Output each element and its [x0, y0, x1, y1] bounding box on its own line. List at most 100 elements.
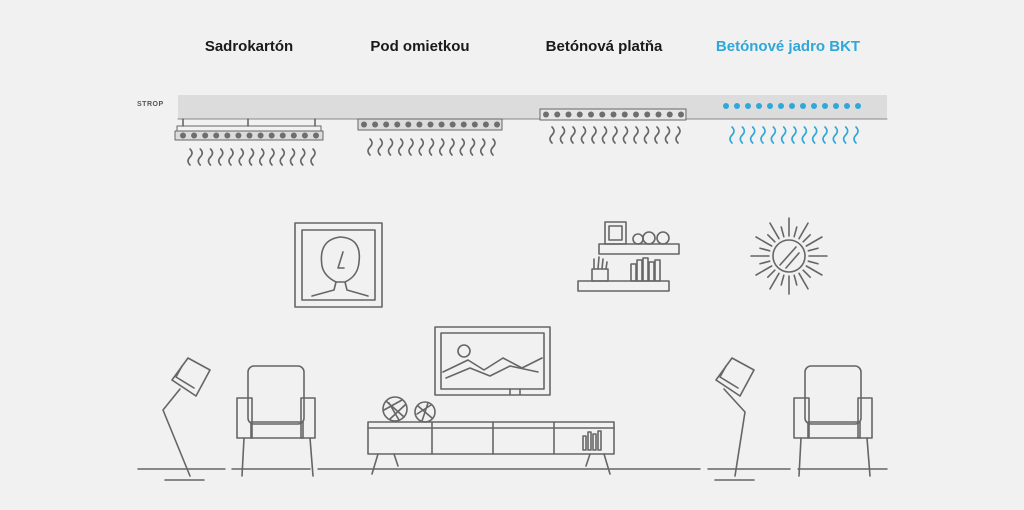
heat-wave	[228, 148, 234, 166]
left-armchair	[236, 365, 316, 477]
heating-tube	[666, 111, 673, 118]
column-title-betonove-jadro: Betónové jadro BKT	[715, 38, 861, 55]
heat-wave	[279, 148, 286, 166]
heat-wave	[217, 148, 224, 166]
landscape-painting	[434, 326, 551, 396]
wall-shelf	[577, 221, 680, 292]
heating-tube	[246, 132, 253, 139]
heat-wave	[570, 126, 576, 144]
heat-wave	[258, 148, 265, 166]
heating-tube	[460, 121, 467, 128]
heating-tube	[822, 103, 828, 109]
heating-tube	[599, 111, 606, 118]
heating-tube	[655, 111, 662, 118]
heating-tube	[427, 121, 434, 128]
heating-tube	[734, 103, 740, 109]
heat-wave	[643, 126, 650, 144]
heating-tube	[588, 111, 594, 118]
heat-wave	[299, 148, 306, 166]
heating-tube	[576, 111, 583, 118]
heating-tube	[756, 103, 762, 109]
heating-tube	[811, 103, 817, 109]
heating-tube	[202, 132, 209, 139]
heating-tube	[767, 103, 773, 109]
heating-tube	[723, 103, 729, 109]
column-title-pod-omietkou: Pod omietkou	[370, 38, 470, 55]
heat-wave	[418, 138, 425, 156]
left-floor-lamp	[162, 357, 211, 481]
heat-wave	[612, 126, 618, 144]
heat-wave	[780, 126, 787, 144]
heat-wave	[248, 148, 255, 166]
heat-wave	[197, 148, 204, 166]
heat-wave	[749, 126, 756, 144]
heating-tube	[800, 103, 806, 109]
heating-tube	[213, 132, 220, 139]
heating-tube	[565, 111, 572, 118]
heating-tube	[405, 121, 412, 128]
heat-wave	[469, 138, 476, 156]
heat-wave	[387, 138, 394, 156]
mirror-ray	[769, 272, 780, 290]
heat-wave	[310, 148, 316, 166]
heating-tube	[844, 103, 850, 109]
heat-wave	[622, 126, 629, 144]
heating-tube	[554, 111, 561, 118]
heating-tube	[416, 121, 423, 128]
heating-tube	[383, 121, 390, 128]
column-title-sadrokarton: Sadrokartón	[204, 38, 294, 55]
heat-wave	[187, 148, 193, 166]
mirror-ray	[755, 265, 773, 276]
mirror-ray	[759, 247, 771, 252]
heating-tube	[833, 103, 839, 109]
mirror-ray	[780, 274, 785, 286]
mirror-ray	[755, 236, 773, 247]
sun-mirror	[750, 217, 828, 295]
heating-tube	[471, 121, 478, 128]
heating-tube	[268, 132, 275, 139]
heating-tube	[191, 132, 198, 139]
heat-wave	[289, 148, 296, 166]
pod-omietkou-system	[357, 118, 503, 156]
heat-wave	[654, 126, 660, 144]
heat-wave	[549, 126, 555, 144]
heat-wave	[479, 138, 486, 156]
mirror-ray	[759, 260, 771, 265]
heat-wave	[791, 126, 797, 144]
mirror-ray	[805, 236, 823, 247]
heating-tube	[678, 111, 684, 118]
heat-wave	[438, 138, 445, 156]
heating-tube	[361, 121, 367, 128]
mirror-ray	[793, 226, 798, 238]
heating-tube	[279, 132, 286, 139]
heating-tube	[482, 121, 489, 128]
heat-wave	[832, 126, 839, 144]
mirror-ray	[802, 233, 812, 243]
heat-wave	[207, 148, 214, 166]
heat-wave	[428, 138, 435, 156]
heat-wave	[449, 138, 455, 156]
heat-wave	[591, 126, 597, 144]
heat-wave	[601, 126, 608, 144]
heat-wave	[408, 138, 414, 156]
heat-wave	[729, 126, 735, 144]
heating-tube	[313, 132, 319, 139]
ceiling-label: STROP	[137, 101, 164, 108]
heating-tube	[789, 103, 795, 109]
heat-wave	[559, 126, 566, 144]
heating-tube	[621, 111, 628, 118]
heat-wave	[675, 126, 681, 144]
heating-tube	[235, 132, 242, 139]
heating-tube	[449, 121, 456, 128]
heat-wave	[367, 138, 373, 156]
mirror-ray	[798, 272, 809, 290]
heat-wave	[801, 126, 808, 144]
column-title-betonova-platna: Betónová platňa	[545, 38, 663, 55]
heating-tube	[301, 132, 308, 139]
heating-tube	[494, 121, 500, 128]
heat-wave	[397, 138, 404, 156]
heat-wave	[238, 148, 245, 166]
mirror-ray	[766, 269, 776, 279]
heating-tube	[290, 132, 297, 139]
